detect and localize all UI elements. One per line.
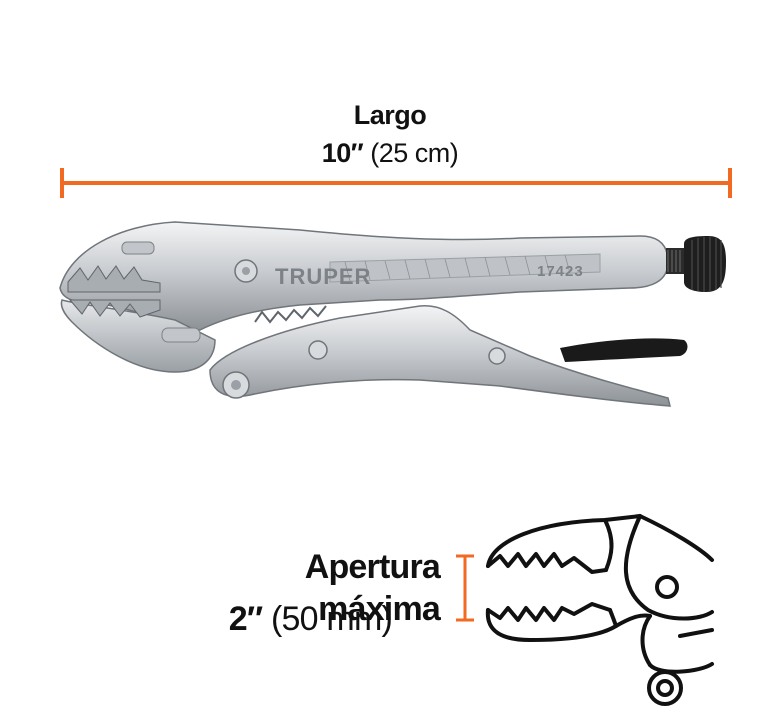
opening-value: 2″ (50 mm): [178, 598, 393, 640]
opening-value-strong: 2″: [228, 600, 263, 638]
length-value-strong: 10″: [321, 138, 364, 168]
model-stamp: 17423: [537, 263, 584, 280]
length-value-metric: (25 cm): [363, 138, 459, 168]
opening-label: Apertura máxima: [304, 548, 441, 628]
length-value: 10″ (25 cm): [0, 136, 776, 170]
opening-value-metric: (50 mm): [262, 600, 393, 638]
length-label: Largo: [353, 100, 427, 130]
brand-stamp: TRUPER: [275, 264, 371, 289]
